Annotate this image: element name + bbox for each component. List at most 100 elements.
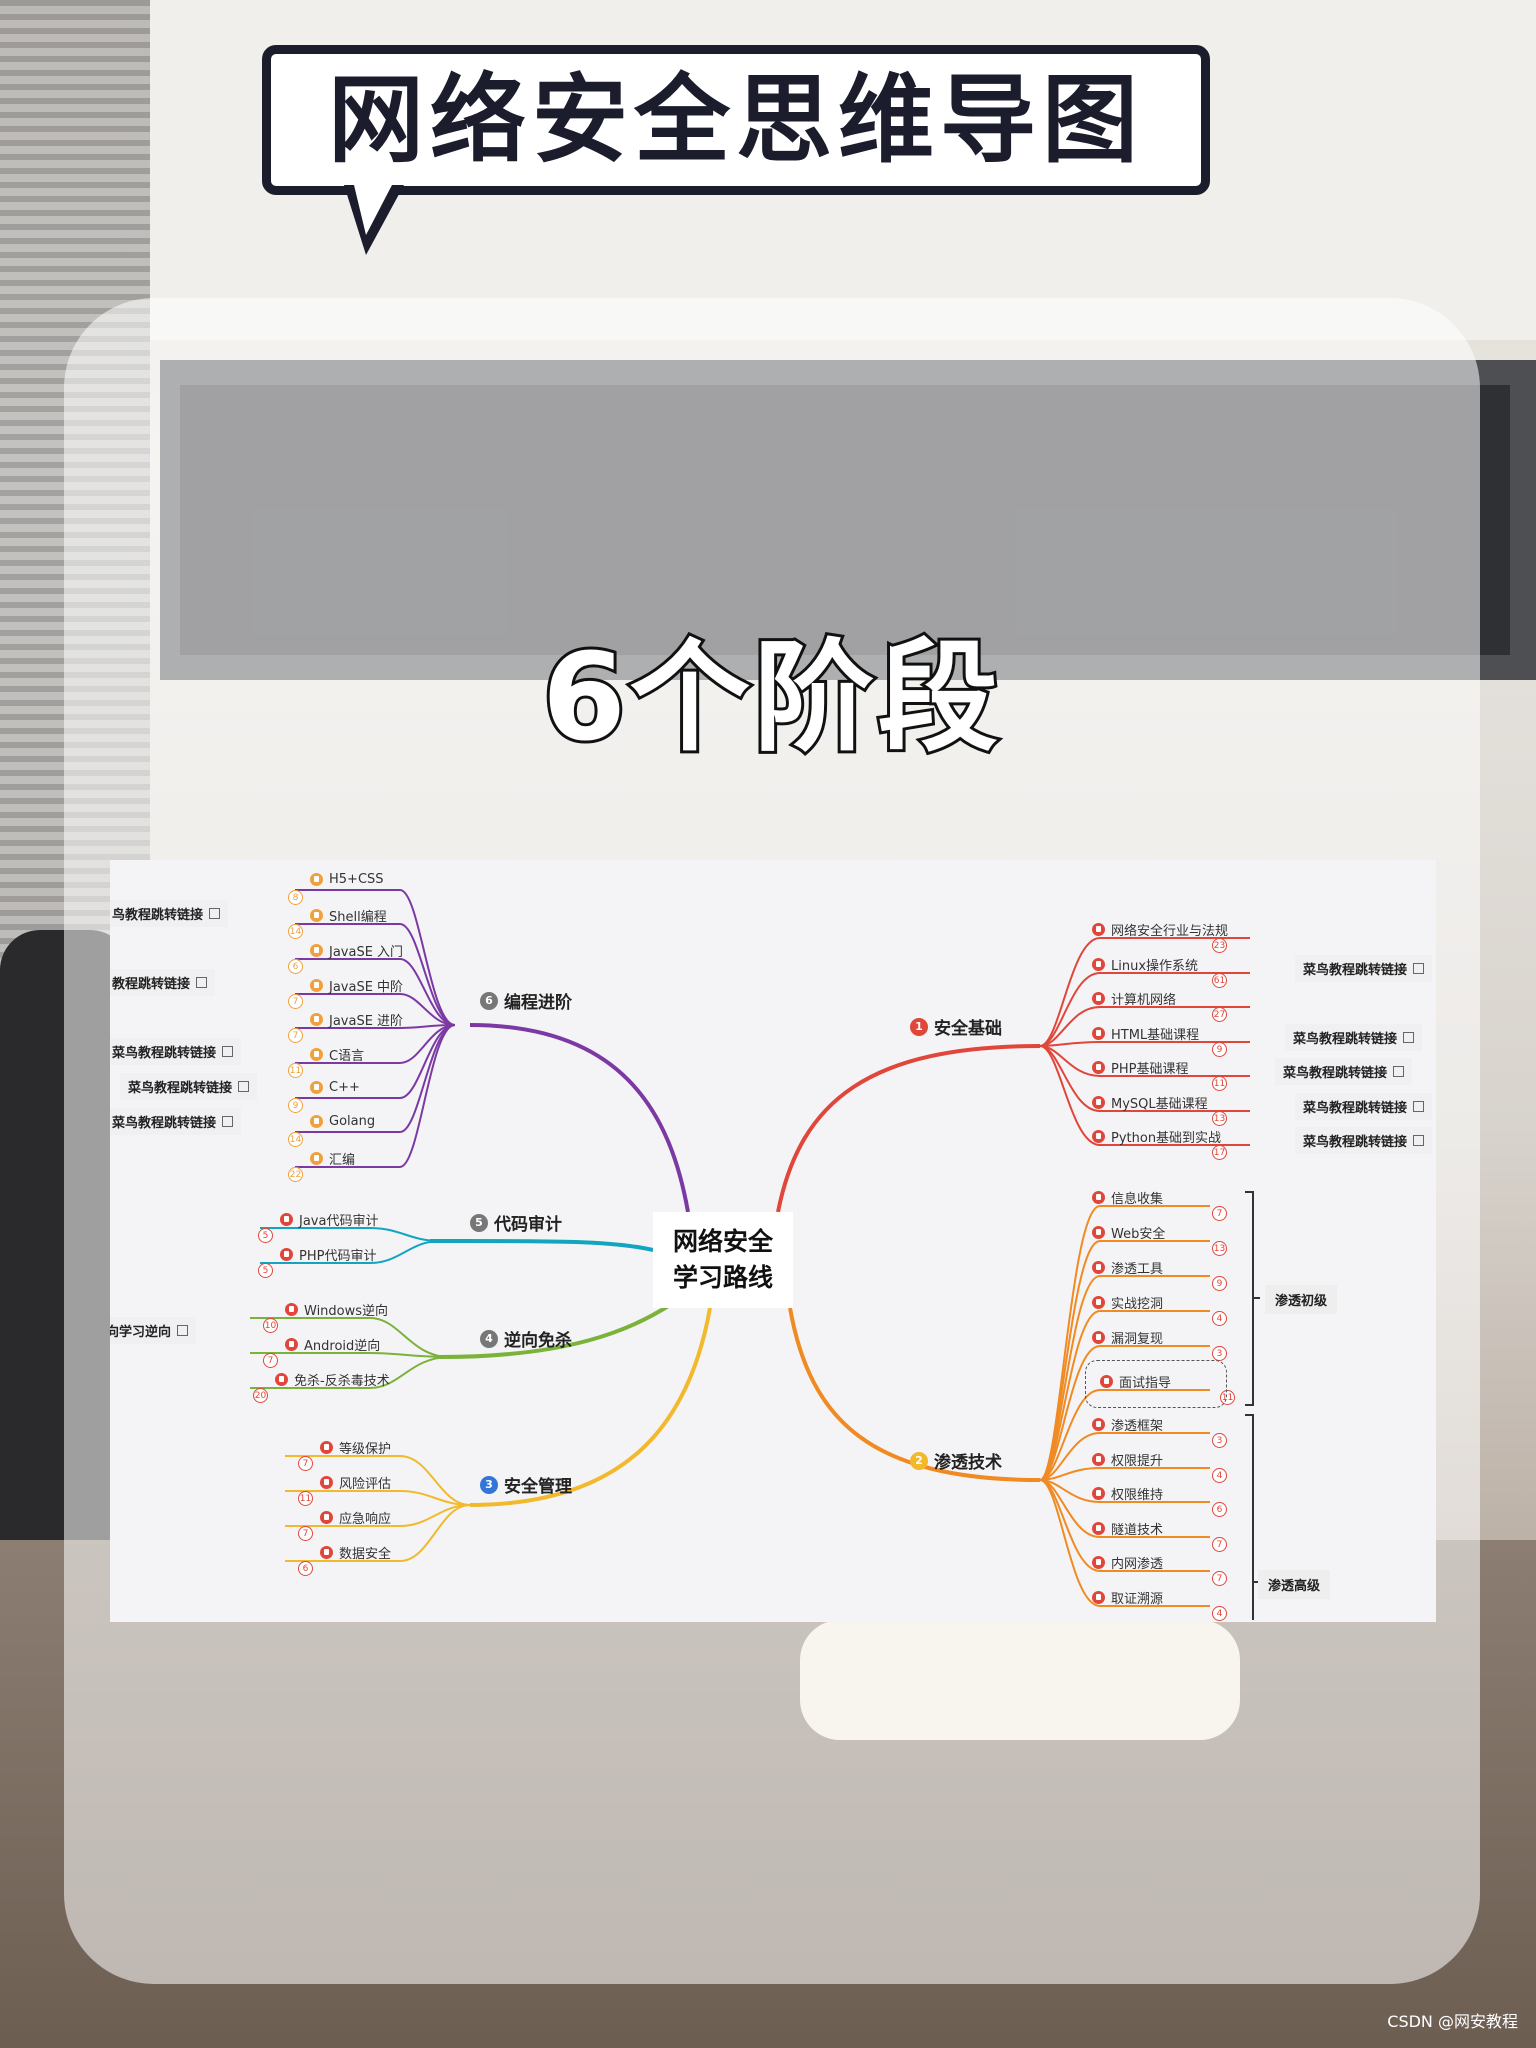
bubble-tail-fill	[354, 185, 392, 235]
leaf-icon	[310, 944, 323, 957]
leaf-item[interactable]: Java代码审计	[280, 1210, 378, 1229]
leaf-line	[295, 889, 456, 1026]
leaf-item[interactable]: Web安全	[1092, 1223, 1165, 1242]
leaf-item[interactable]: 等级保护	[320, 1438, 391, 1457]
leaf-item[interactable]: HTML基础课程	[1092, 1024, 1199, 1043]
leaf-item[interactable]: 渗透工具	[1092, 1258, 1163, 1277]
leaf-item[interactable]: 数据安全	[320, 1543, 391, 1562]
reverse-link[interactable]: 向学习逆向	[110, 1317, 197, 1344]
leaf-item[interactable]: 取证溯源	[1092, 1588, 1163, 1607]
leaf-icon	[1092, 1591, 1105, 1604]
count-badge: 13	[1212, 1111, 1227, 1126]
leaf-item[interactable]: C++	[310, 1080, 360, 1095]
leaf-item[interactable]: 实战挖洞	[1092, 1293, 1163, 1312]
external-link-icon	[238, 1081, 250, 1092]
leaf-label: 应急响应	[339, 1512, 392, 1527]
leaf-label: 面试指导	[1119, 1376, 1172, 1391]
tutorial-link[interactable]: 菜鸟教程跳转链接	[110, 1038, 242, 1065]
leaf-item[interactable]: MySQL基础课程	[1092, 1093, 1208, 1112]
leaf-icon	[1092, 923, 1105, 936]
tutorial-link[interactable]: 菜鸟教程跳转链接	[120, 1073, 258, 1100]
count-badge: 7	[298, 1526, 313, 1541]
leaf-icon	[1092, 958, 1105, 971]
external-link-icon	[222, 1116, 234, 1127]
leaf-item[interactable]: 隧道技术	[1092, 1519, 1163, 1538]
leaf-icon	[1092, 1027, 1105, 1040]
leaf-item[interactable]: 权限维持	[1092, 1484, 1163, 1503]
count-badge: 3	[1212, 1346, 1227, 1361]
leaf-item[interactable]: 网络安全行业与法规	[1092, 920, 1228, 939]
leaf-line	[285, 1490, 471, 1506]
leaf-icon	[320, 1476, 333, 1489]
leaf-line	[1039, 1045, 1250, 1146]
leaf-line	[1039, 1045, 1250, 1077]
leaf-line	[1039, 1479, 1210, 1607]
leaf-item[interactable]: 漏洞复现	[1092, 1328, 1163, 1347]
external-link-icon	[209, 908, 221, 919]
link-label: 菜鸟教程跳转链接	[1303, 1101, 1408, 1116]
leaf-item[interactable]: Windows逆向	[285, 1300, 388, 1319]
leaf-item[interactable]: 面试指导	[1100, 1372, 1171, 1391]
leaf-item[interactable]: C语言	[310, 1045, 364, 1064]
link-label: 菜鸟教程跳转链接	[112, 1046, 217, 1061]
external-link-icon	[196, 977, 208, 988]
leaf-item[interactable]: Python基础到实战	[1092, 1127, 1221, 1146]
basics-tutorial-link[interactable]: 菜鸟教程跳转链接	[1285, 1024, 1423, 1051]
leaf-item[interactable]: 权限提升	[1092, 1450, 1163, 1469]
mindmap-center: 网络安全 学习路线	[653, 1212, 793, 1308]
leaf-item[interactable]: JavaSE 中阶	[310, 976, 403, 995]
leaf-item[interactable]: 免杀-反杀毒技术	[275, 1370, 390, 1389]
count-badge: 7	[1212, 1537, 1227, 1552]
basics-tutorial-link[interactable]: 菜鸟教程跳转链接	[1295, 955, 1433, 982]
watermark: CSDN @网安教程	[1387, 2012, 1518, 2031]
leaf-label: C语言	[329, 1049, 365, 1064]
basics-tutorial-link[interactable]: 菜鸟教程跳转链接	[1295, 1093, 1433, 1120]
count-badge: 3	[1212, 1433, 1227, 1448]
leaf-line	[1039, 1479, 1210, 1503]
leaf-item[interactable]: Shell编程	[310, 906, 387, 925]
leaf-item[interactable]: 渗透框架	[1092, 1415, 1163, 1434]
leaf-item[interactable]: 应急响应	[320, 1508, 391, 1527]
leaf-item[interactable]: H5+CSS	[310, 872, 384, 887]
center-line-1: 网络安全	[672, 1227, 773, 1256]
leaf-label: Windows逆向	[304, 1304, 389, 1319]
leaf-icon	[1092, 1453, 1105, 1466]
tutorial-link[interactable]: 教程跳转链接	[110, 969, 216, 996]
count-badge: 9	[1212, 1042, 1227, 1057]
count-badge: 5	[258, 1263, 273, 1278]
tutorial-link[interactable]: 鸟教程跳转链接	[110, 900, 229, 927]
leaf-line	[1039, 937, 1250, 1047]
leaf-item[interactable]: 内网渗透	[1092, 1553, 1163, 1572]
branch-line-reverse	[439, 1303, 672, 1359]
leaf-label: JavaSE 入门	[329, 945, 404, 960]
leaf-item[interactable]: 计算机网络	[1092, 989, 1176, 1008]
leaf-item[interactable]: Android逆向	[285, 1335, 380, 1354]
branch-line-programming	[469, 1023, 690, 1213]
leaf-item[interactable]: Linux操作系统	[1092, 955, 1198, 974]
leaf-label: Linux操作系统	[1111, 959, 1199, 974]
penetration-advanced-tag: 渗透高级	[1258, 1570, 1331, 1599]
leaf-item[interactable]: 信息收集	[1092, 1188, 1163, 1207]
tutorial-link[interactable]: 菜鸟教程跳转链接	[110, 1108, 242, 1135]
leaf-label: Golang	[329, 1114, 376, 1129]
leaf-item[interactable]: 汇编	[310, 1149, 355, 1168]
leaf-item[interactable]: PHP代码审计	[280, 1245, 376, 1264]
external-link-icon	[1393, 1066, 1405, 1077]
basics-tutorial-link[interactable]: 菜鸟教程跳转链接	[1275, 1058, 1413, 1085]
leaf-line	[1039, 1432, 1210, 1481]
leaf-icon	[1100, 1375, 1113, 1388]
leaf-item[interactable]: JavaSE 入门	[310, 941, 403, 960]
count-badge: 6	[288, 959, 303, 974]
count-badge: 6	[1212, 1502, 1227, 1517]
leaf-item[interactable]: Golang	[310, 1114, 375, 1129]
leaf-item[interactable]: PHP基础课程	[1092, 1058, 1188, 1077]
basics-tutorial-link[interactable]: 菜鸟教程跳转链接	[1295, 1127, 1433, 1154]
leaf-item[interactable]: 风险评估	[320, 1473, 391, 1492]
leaf-item[interactable]: JavaSE 进阶	[310, 1010, 403, 1029]
